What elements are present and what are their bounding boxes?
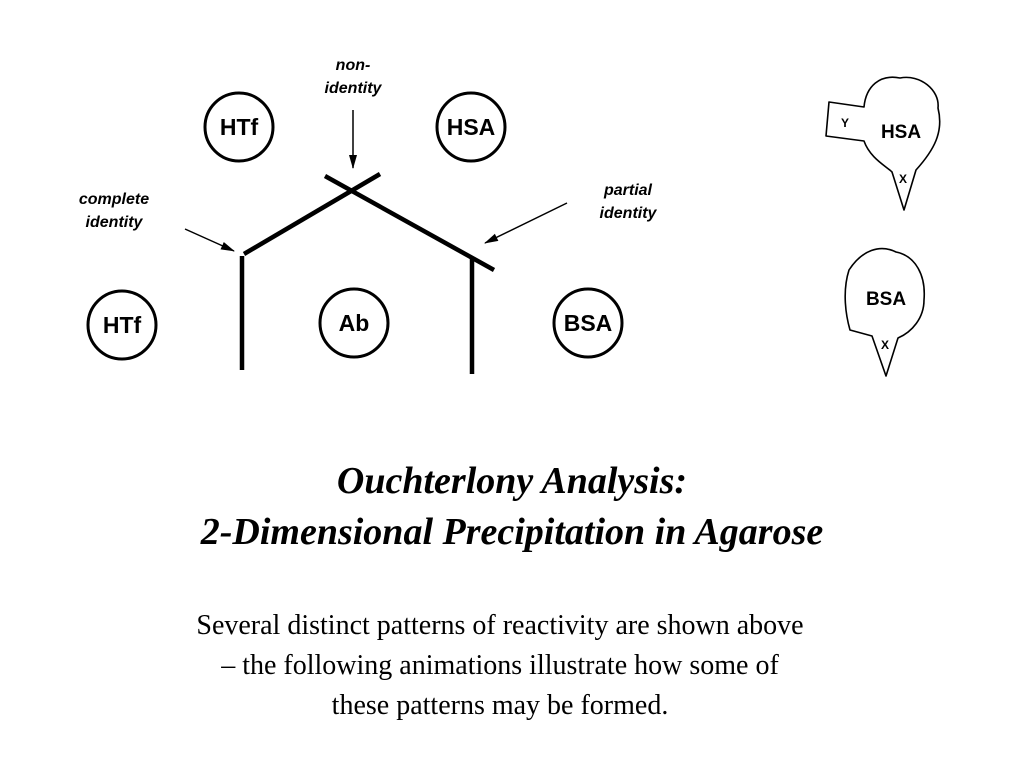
slide-caption: Several distinct patterns of reactivity …	[0, 606, 1000, 726]
precipitin-line-left-arc	[242, 172, 382, 256]
slide-title: Ouchterlony Analysis: 2-Dimensional Prec…	[0, 456, 1024, 558]
well-center: Ab	[318, 287, 390, 359]
label-non-identity-1: non-	[336, 57, 371, 74]
label-non-identity-2: identity	[325, 80, 383, 97]
hsa-site-y: Y	[841, 116, 849, 130]
arrow-complete-identity	[184, 228, 235, 252]
label-complete-identity-1: complete	[79, 191, 149, 208]
bsa-site-x: X	[881, 338, 889, 352]
hsa-molecule: HSA Y X	[825, 76, 941, 211]
well-label-ab: Ab	[339, 310, 370, 336]
precipitin-lines	[239, 172, 496, 374]
label-complete-identity-2: identity	[86, 214, 144, 231]
precipitin-line-right-arc	[323, 174, 496, 272]
caption-line-2: – the following animations illustrate ho…	[221, 650, 779, 681]
arrow-partial-identity	[484, 202, 568, 244]
well-top-right: HSA	[435, 91, 507, 163]
well-label-htf-top: HTf	[220, 114, 259, 140]
well-bottom-right: BSA	[552, 287, 624, 359]
bsa-molecule-label: BSA	[866, 289, 906, 310]
hsa-molecule-label: HSA	[881, 122, 921, 143]
caption-line-1: Several distinct patterns of reactivity …	[196, 610, 804, 641]
well-bottom-left: HTf	[86, 289, 158, 361]
annotation-arrows	[184, 110, 568, 252]
title-line-2: 2-Dimensional Precipitation in Agarose	[200, 511, 824, 553]
hsa-site-x: X	[899, 172, 907, 186]
bsa-molecule: BSA X	[844, 247, 926, 377]
label-partial-identity-2: identity	[600, 205, 658, 222]
well-top-left: HTf	[203, 91, 275, 163]
well-label-hsa: HSA	[447, 114, 496, 140]
ouchterlony-diagram: HTf HSA HTf Ab BSA non- identity complet…	[79, 57, 941, 377]
caption-line-3: these patterns may be formed.	[331, 690, 669, 721]
label-partial-identity-1: partial	[603, 182, 653, 199]
well-label-htf-bottom: HTf	[103, 312, 142, 338]
title-line-1: Ouchterlony Analysis:	[336, 460, 688, 502]
well-label-bsa: BSA	[564, 310, 613, 336]
